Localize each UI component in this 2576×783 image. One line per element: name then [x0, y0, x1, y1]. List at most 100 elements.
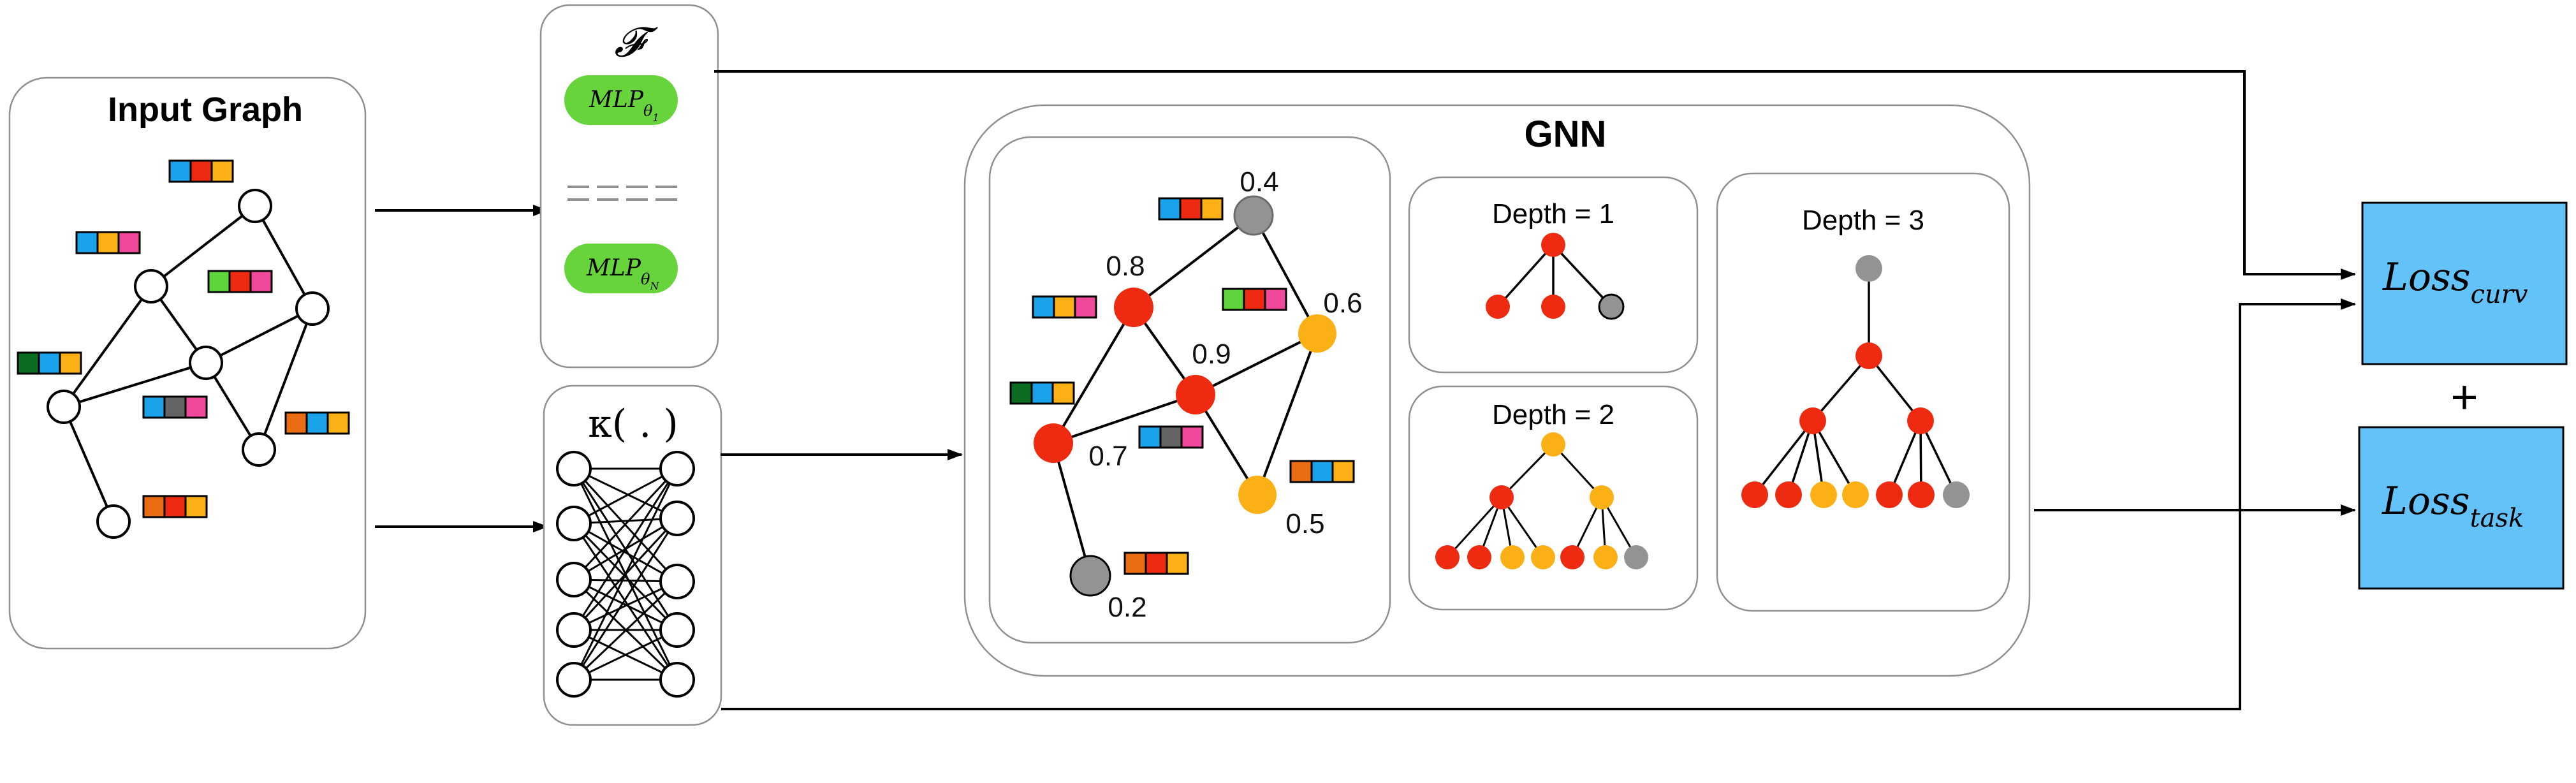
curvature-label: 0.6	[1323, 288, 1362, 319]
mlp-panel: 𝓕 MLPθ1 MLPθN	[539, 4, 719, 369]
feature-vector	[207, 270, 273, 293]
loss-curv-frame	[2361, 201, 2568, 365]
input-graph-title: Input Graph	[108, 91, 303, 129]
tree-node	[1541, 233, 1565, 257]
connector-kappa-to-loss-curv	[721, 298, 2356, 710]
nn-node	[659, 662, 695, 698]
tree-node	[1435, 545, 1460, 569]
feature-vector	[1138, 425, 1204, 449]
feature-vector	[1158, 197, 1224, 221]
feature-vector	[1222, 288, 1287, 311]
tree-node	[1598, 293, 1625, 320]
graph-node	[238, 189, 272, 223]
tree-node	[1486, 295, 1510, 319]
graph-node	[1233, 195, 1274, 236]
feature-vector	[1123, 552, 1189, 575]
tree-node	[1489, 485, 1514, 509]
tree-node	[1907, 407, 1934, 434]
loss-task-box: Losstask	[2358, 426, 2565, 590]
graph-node	[47, 390, 81, 424]
graph-node	[189, 346, 223, 380]
feature-vector	[1032, 295, 1097, 319]
graph-node	[242, 432, 276, 467]
loss-curv-box: Losscurv	[2361, 201, 2568, 365]
tree-node	[1531, 545, 1555, 569]
depth-2-label: Depth = 2	[1492, 399, 1614, 430]
curvature-label: 0.8	[1106, 251, 1145, 282]
tree-node	[1624, 545, 1648, 569]
loss-curv-label: Losscurv	[2382, 255, 2528, 309]
curvature-label: 0.9	[1192, 339, 1231, 370]
feature-vector	[17, 351, 82, 375]
curvature-label: 0.7	[1088, 441, 1127, 472]
graph-node	[1114, 288, 1153, 327]
tree-node	[1560, 545, 1584, 569]
feature-vector	[1009, 381, 1075, 405]
mlp-top-pill	[564, 75, 678, 125]
tree-node	[1799, 407, 1826, 434]
tree-node	[1467, 545, 1491, 569]
feature-vector	[284, 411, 350, 435]
connector-mlp-to-loss-curv	[714, 70, 2356, 280]
kappa-network-nodes	[556, 451, 695, 698]
feature-vector	[142, 495, 208, 518]
input-graph-panel: Input Graph	[8, 77, 367, 650]
graph-node	[1298, 314, 1336, 353]
graph-node	[295, 291, 330, 326]
nn-node	[556, 506, 592, 541]
mlp-ellipsis-dashes	[567, 186, 680, 201]
tree-node	[1500, 545, 1525, 569]
graph-node	[134, 269, 168, 304]
nn-node	[659, 451, 695, 487]
mlp-bottom-label: MLPθN	[586, 255, 659, 292]
feature-vector	[75, 231, 141, 254]
curvature-graph-nodes	[1034, 195, 1336, 597]
nn-node	[659, 564, 695, 599]
mlp-bottom-pill	[564, 244, 678, 293]
graph-node	[96, 504, 131, 539]
tree-node	[1855, 255, 1882, 282]
tree-node	[1593, 545, 1618, 569]
gnn-panel: GNN 0.4 0.8 0.6 0.9 0.	[963, 104, 2031, 677]
curvature-label: 0.5	[1285, 508, 1324, 539]
depth-1-label: Depth = 1	[1492, 198, 1614, 230]
nn-node	[556, 451, 592, 487]
curvature-label: 0.4	[1240, 166, 1278, 198]
gnn-feature-vectors	[1009, 197, 1355, 575]
nn-node	[556, 562, 592, 597]
feature-vector	[1289, 460, 1355, 483]
kappa-panel: κ( . )	[543, 384, 722, 726]
tree-node	[1810, 481, 1837, 508]
loss-task-label: Losstask	[2382, 479, 2524, 533]
tree-node	[1842, 481, 1869, 508]
tree-node	[1741, 481, 1768, 508]
tree-node	[1943, 481, 1970, 508]
plus-sign: +	[2450, 370, 2478, 423]
tree-node	[1855, 342, 1882, 369]
tree-node	[1590, 485, 1614, 509]
feature-vector	[168, 159, 234, 183]
curvature-label: 0.2	[1108, 592, 1146, 623]
nn-node	[659, 612, 695, 648]
tree-node	[1541, 432, 1565, 457]
tree-node	[1775, 481, 1802, 508]
graph-node	[1069, 555, 1111, 597]
gnn-title: GNN	[1525, 113, 1607, 155]
nn-node	[556, 662, 592, 698]
kappa-label: κ( . )	[588, 402, 678, 446]
tree-node	[1908, 481, 1935, 508]
input-feature-vectors	[17, 159, 350, 518]
graph-node	[1176, 375, 1215, 414]
nn-node	[659, 501, 695, 536]
depth-3-label: Depth = 3	[1802, 205, 1924, 236]
nn-node	[556, 612, 592, 648]
curvature-value-labels: 0.4 0.8 0.6 0.9 0.7 0.5 0.2	[1088, 166, 1362, 623]
loss-task-frame	[2358, 426, 2565, 590]
graph-node	[1238, 476, 1277, 514]
input-graph-frame	[8, 77, 367, 650]
tree-node	[1541, 295, 1565, 319]
graph-node	[1034, 423, 1073, 463]
feature-vector	[142, 395, 208, 419]
tree-node	[1876, 481, 1903, 508]
